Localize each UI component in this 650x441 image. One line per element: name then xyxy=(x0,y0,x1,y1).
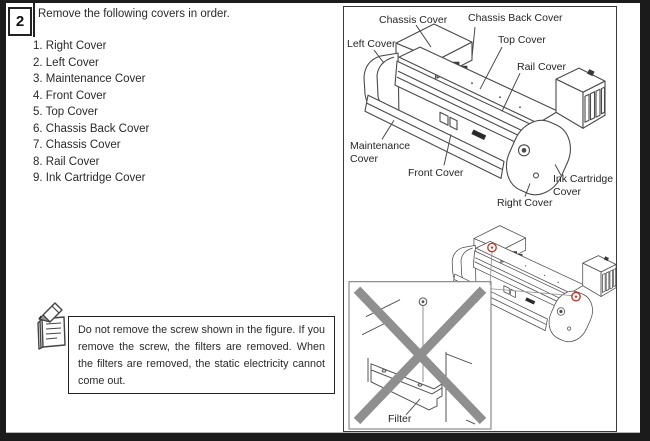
list-item: 9. Ink Cartridge Cover xyxy=(33,172,146,184)
screw-icon xyxy=(418,297,428,382)
list-item: 4. Front Cover xyxy=(33,89,107,102)
step-instruction: Remove the following covers in order. xyxy=(38,8,230,20)
step-number-box: 2 xyxy=(8,7,32,36)
screw-highlight-circles xyxy=(487,242,581,302)
manual-page: 2 Remove the following covers in order. … xyxy=(6,3,640,433)
label-filter: Filter xyxy=(388,413,412,425)
list-item: 1. Right Cover xyxy=(33,40,107,52)
page-edge xyxy=(6,432,640,433)
screw-highlight-left xyxy=(487,242,497,253)
label-top-cover: Top Cover xyxy=(498,34,546,46)
step-divider xyxy=(33,3,35,37)
filter-inset-box xyxy=(348,281,492,430)
list-item: 2. Left Cover xyxy=(33,56,99,69)
cover-list: 1. Right Cover 2. Left Cover 3. Maintena… xyxy=(33,38,149,187)
list-item: 8. Rail Cover xyxy=(33,155,100,168)
label-maintenance-cover: Maintenance Cover xyxy=(350,140,411,165)
pencil-icon xyxy=(38,302,63,323)
list-item: 6. Chassis Back Cover xyxy=(33,122,150,135)
label-left-cover: Left Cover xyxy=(347,38,396,50)
note-text: Do not remove the screw shown in the fig… xyxy=(78,324,325,387)
label-rail-cover: Rail Cover xyxy=(517,61,567,73)
memo-pencil-icon xyxy=(37,302,66,350)
list-item: 3. Maintenance Cover xyxy=(33,73,146,85)
list-item: 7. Chassis Cover xyxy=(33,139,121,151)
step-number: 2 xyxy=(15,13,25,30)
label-leader-lines xyxy=(373,24,562,197)
label-chassis-back-cover: Chassis Back Cover xyxy=(468,12,563,24)
label-right-cover: Right Cover xyxy=(497,197,553,209)
label-front-cover: Front Cover xyxy=(408,167,464,179)
diagram-panel: Chassis Cover Chassis Back Cover Left Co… xyxy=(343,6,617,432)
cross-x-mark xyxy=(353,286,487,425)
note-box: Do not remove the screw shown in the fig… xyxy=(68,316,335,394)
label-ink-cartridge-cover: Ink Cartridge Cover xyxy=(553,173,614,198)
list-item: 5. Top Cover xyxy=(33,106,98,118)
inset-pointer-lines xyxy=(489,251,574,297)
filter-part xyxy=(370,363,443,411)
screw-highlight-right xyxy=(571,291,581,302)
printer-diagram-art xyxy=(348,23,616,430)
label-chassis-cover: Chassis Cover xyxy=(379,14,448,26)
